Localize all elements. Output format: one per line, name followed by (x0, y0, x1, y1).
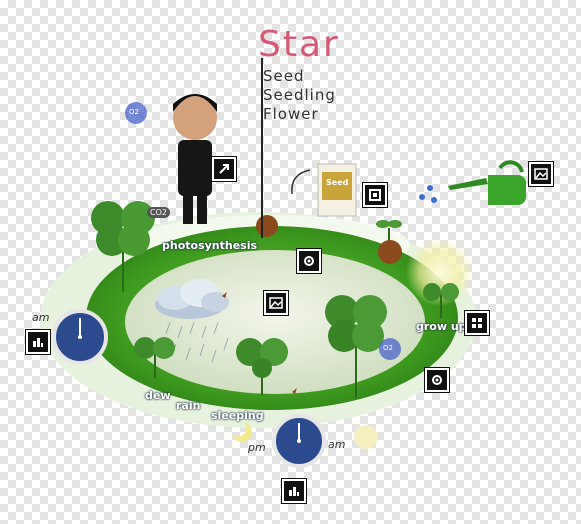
seed-packet (317, 163, 357, 217)
curved-arrow-icon (291, 169, 311, 195)
control-packet-button[interactable] (363, 183, 387, 207)
gear-icon (432, 375, 442, 385)
gear-icon (304, 256, 314, 266)
bird-icon (222, 292, 227, 298)
bird-icon-2 (292, 388, 297, 394)
sun-icon (354, 425, 378, 449)
growth-pole (261, 58, 263, 238)
stage-seedling[interactable]: Seedling (263, 86, 336, 104)
o2-label-right: O2 (383, 344, 393, 352)
control-right-low-button[interactable] (425, 368, 449, 392)
stage-list: Seed Seedling Flower (263, 67, 336, 124)
stage-seed[interactable]: Seed (263, 67, 305, 85)
control-grow-button[interactable] (465, 311, 489, 335)
o2-label-top: O2 (129, 108, 139, 116)
clover-pond-right (325, 295, 387, 398)
control-person-button[interactable] (212, 157, 236, 181)
label-grow-up[interactable]: grow up (416, 320, 467, 333)
picture-icon (269, 297, 283, 309)
clover-pond-center (236, 338, 288, 395)
person-figure (173, 94, 217, 224)
seed-at-pole (256, 215, 278, 237)
watering-can (448, 160, 526, 205)
clock-left (52, 309, 108, 365)
water-drops (419, 185, 437, 203)
grid-icon (472, 318, 482, 328)
stage-flower[interactable]: Flower (263, 105, 319, 123)
picture-icon (534, 168, 548, 180)
control-bottom-clock-button[interactable] (282, 479, 306, 503)
control-left-clock-button[interactable] (26, 330, 50, 354)
control-can-button[interactable] (529, 162, 553, 186)
seed-right (378, 240, 402, 264)
o2-bubble-right (379, 338, 401, 360)
clover-pond-left (134, 337, 175, 378)
arrow-diagonal-icon (219, 164, 229, 174)
co2-badge: CO2 (147, 207, 170, 218)
seedling-sprout (376, 220, 402, 245)
page-title: Star (258, 24, 340, 65)
label-am-bottom: am (328, 438, 346, 451)
label-pm-bottom: pm (248, 441, 266, 454)
chart-icon (289, 487, 299, 496)
control-field-button[interactable] (297, 249, 321, 273)
label-sleeping[interactable]: sleeping (211, 409, 264, 422)
o2-bubble-top (125, 102, 147, 124)
label-am-left: am (32, 311, 50, 324)
chart-icon (33, 338, 43, 347)
label-photosynthesis[interactable]: photosynthesis (162, 239, 258, 252)
clover-grow-up (423, 283, 459, 318)
label-rain[interactable]: rain (176, 399, 201, 412)
clock-bottom (272, 414, 326, 468)
rain-cloud (155, 279, 229, 363)
control-pond-button[interactable] (264, 291, 288, 315)
label-dew[interactable]: dew (145, 389, 171, 402)
clover-large-left (91, 201, 155, 292)
packet-label: Seed (326, 178, 349, 187)
gear-icon (369, 189, 381, 201)
moon-icon (232, 422, 252, 442)
